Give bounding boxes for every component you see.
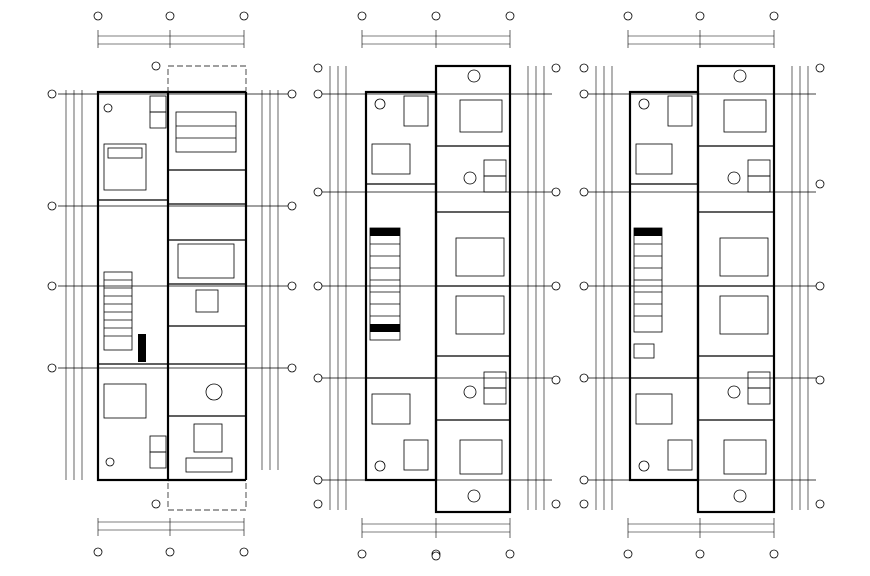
plan-3-furniture — [635, 69, 771, 503]
plan-1-grid-lines — [58, 93, 288, 369]
plan-1-right-dimensions — [261, 89, 297, 470]
plan-3-top-dimensions — [623, 11, 779, 48]
plan-3-stairs — [633, 227, 663, 359]
floor-plan-3 — [579, 11, 825, 559]
plan-1-entry-marker — [151, 61, 161, 71]
plan-1-walls — [96, 65, 248, 511]
plan-2-stairs — [369, 227, 401, 341]
plan-1-bottom-dimensions — [93, 518, 249, 557]
plan-3-left-dimensions — [579, 63, 613, 510]
plan-2-section-marker — [431, 551, 441, 561]
plan-1-bed-top — [103, 95, 167, 191]
plan-3-bottom-dimensions — [623, 518, 779, 559]
plan-1-bed-bottom — [103, 383, 167, 469]
plan-1-stairs — [103, 271, 146, 362]
floor-plan-1 — [47, 11, 297, 557]
plan-2-furniture — [371, 69, 507, 503]
plan-2-right-dimensions — [527, 63, 561, 510]
plan-2-walls — [364, 64, 512, 514]
floor-plan-2 — [313, 11, 561, 561]
plan-1-top-dimensions — [93, 11, 249, 48]
plan-2-left-dimensions — [313, 63, 347, 510]
plan-2-top-dimensions — [357, 11, 515, 48]
plan-3-walls — [628, 64, 776, 514]
plan-3-grid-lines — [588, 93, 816, 481]
plan-3-right-dimensions — [791, 63, 825, 510]
plan-1-exit-marker — [151, 499, 161, 509]
plan-1-right-rooms — [175, 111, 237, 473]
plan-1-left-dimensions — [47, 89, 83, 480]
